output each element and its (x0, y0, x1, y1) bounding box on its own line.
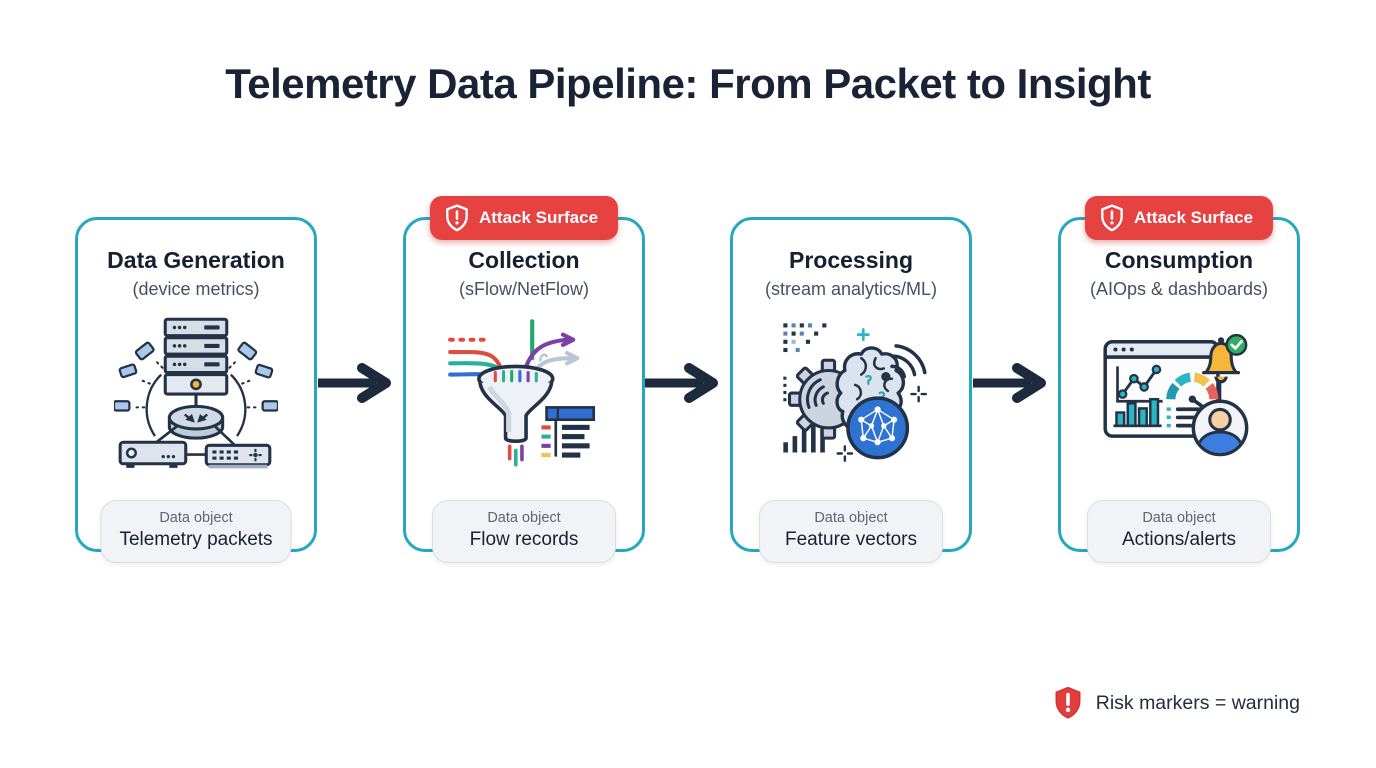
attack-surface-label: Attack Surface (1133, 208, 1254, 227)
data-object-pill: Data object Flow records (432, 500, 616, 563)
stage-title: Data Generation (107, 247, 285, 273)
funnel-flows-icon (442, 313, 606, 469)
stage-subtitle: (device metrics) (132, 279, 260, 299)
data-object-label: Data object (487, 510, 561, 526)
gear-brain-ml-icon (769, 313, 933, 469)
stage-card-processing: Processing (stream analytics/ML) (730, 217, 972, 563)
attack-surface-badge: Attack Surface (429, 196, 619, 240)
stage-subtitle: (sFlow/NetFlow) (458, 279, 589, 299)
data-object-value: Telemetry packets (119, 529, 273, 550)
data-object-pill: Data object Telemetry packets (100, 500, 292, 563)
attack-surface-badge: Attack Surface (1084, 196, 1274, 240)
data-object-label: Data object (159, 510, 233, 526)
stage-subtitle: (AIOps & dashboards) (1089, 279, 1269, 299)
legend-text: Risk markers = warning (1095, 691, 1300, 714)
data-object-value: Actions/alerts (1121, 529, 1237, 550)
warning-shield-icon (444, 204, 470, 232)
data-object-pill: Data object Feature vectors (759, 500, 943, 563)
stage-title: Collection (468, 247, 580, 273)
data-object-pill: Data object Actions/alerts (1087, 500, 1271, 563)
stage-card-collection: Attack Surface Collection (sFlow/NetFlow… (403, 196, 645, 563)
data-object-value: Flow records (469, 529, 579, 550)
stage-title: Consumption (1104, 247, 1254, 273)
flow-arrow-icon (316, 363, 404, 403)
legend: Risk markers = warning (1053, 686, 1300, 720)
attack-surface-label: Attack Surface (478, 208, 599, 227)
data-object-label: Data object (1142, 510, 1216, 526)
risk-shield-icon (1053, 686, 1083, 720)
network-devices-icon (114, 313, 278, 469)
flow-arrow-icon (643, 363, 731, 403)
data-object-value: Feature vectors (785, 529, 917, 550)
stage-subtitle: (stream analytics/ML) (764, 279, 938, 299)
stage-card-data-generation: Data Generation (device metrics) (75, 217, 317, 563)
flow-arrow-icon (971, 363, 1059, 403)
stage-card-consumption: Attack Surface Consumption (AIOps & dash… (1058, 196, 1300, 563)
page-title: Telemetry Data Pipeline: From Packet to … (225, 60, 1151, 107)
warning-shield-icon (1099, 204, 1125, 232)
data-object-label: Data object (814, 510, 888, 526)
stage-title: Processing (789, 247, 913, 273)
dashboard-alerts-icon (1097, 313, 1261, 469)
